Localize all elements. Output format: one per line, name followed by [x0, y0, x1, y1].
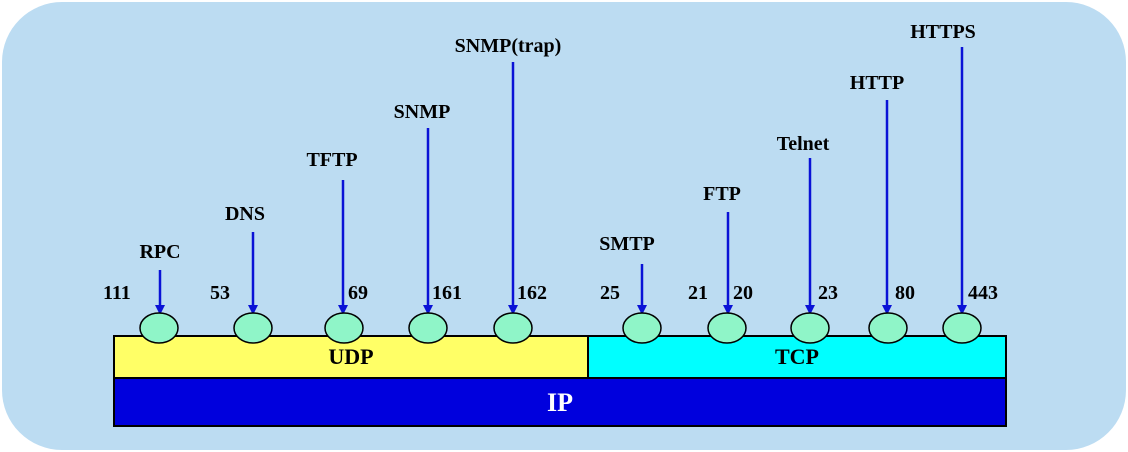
service-rpc: RPC: [139, 241, 181, 315]
port-number-162: 162: [517, 282, 547, 304]
port-circle-ftp: [707, 312, 747, 344]
tcp-label: TCP: [775, 344, 819, 369]
protocol-label-https: HTTPS: [910, 21, 976, 43]
port-circle-smtp: [622, 312, 662, 344]
port-circle-telnet: [790, 312, 830, 344]
udp-label: UDP: [328, 344, 373, 369]
port-number-53: 53: [210, 282, 230, 304]
service-dns: DNS: [225, 203, 265, 315]
port-number-161: 161: [432, 282, 462, 304]
service-snmp-trap: SNMP(trap): [455, 35, 562, 315]
port-circle-snmp: [408, 312, 448, 344]
protocol-label-tftp: TFTP: [306, 149, 357, 171]
protocol-label-snmp-trap: SNMP(trap): [455, 35, 562, 57]
port-circle-https: [942, 312, 982, 344]
service-snmp: SNMP: [394, 101, 451, 315]
port-circle-http: [868, 312, 908, 344]
protocol-label-dns: DNS: [225, 203, 265, 225]
port-number-443: 443: [968, 282, 998, 304]
service-tftp: TFTP: [306, 149, 358, 315]
port-circle-snmp-trap: [493, 312, 533, 344]
protocol-label-snmp: SNMP: [394, 101, 451, 123]
service-http: HTTP: [850, 72, 904, 315]
service-telnet: Telnet: [777, 133, 830, 315]
service-ftp: FTP: [703, 183, 741, 315]
port-circle-tftp: [324, 312, 364, 344]
protocol-label-smtp: SMTP: [599, 233, 655, 255]
service-smtp: SMTP: [599, 233, 655, 315]
port-number-69: 69: [348, 282, 368, 304]
protocol-label-http: HTTP: [850, 72, 904, 94]
protocol-label-ftp: FTP: [703, 183, 741, 205]
port-number-80: 80: [895, 282, 915, 304]
service-https: HTTPS: [910, 21, 976, 315]
port-number-23: 23: [818, 282, 838, 304]
port-circle-dns: [233, 312, 273, 344]
protocol-label-telnet: Telnet: [777, 133, 830, 155]
ip-label: IP: [547, 388, 573, 417]
port-number-21: 21: [688, 282, 708, 304]
port-number-111: 111: [103, 282, 131, 304]
port-circle-rpc: [139, 312, 179, 344]
port-number-25: 25: [600, 282, 620, 304]
ip-band: [113, 377, 1007, 427]
port-number-20: 20: [733, 282, 753, 304]
protocol-label-rpc: RPC: [139, 241, 180, 263]
